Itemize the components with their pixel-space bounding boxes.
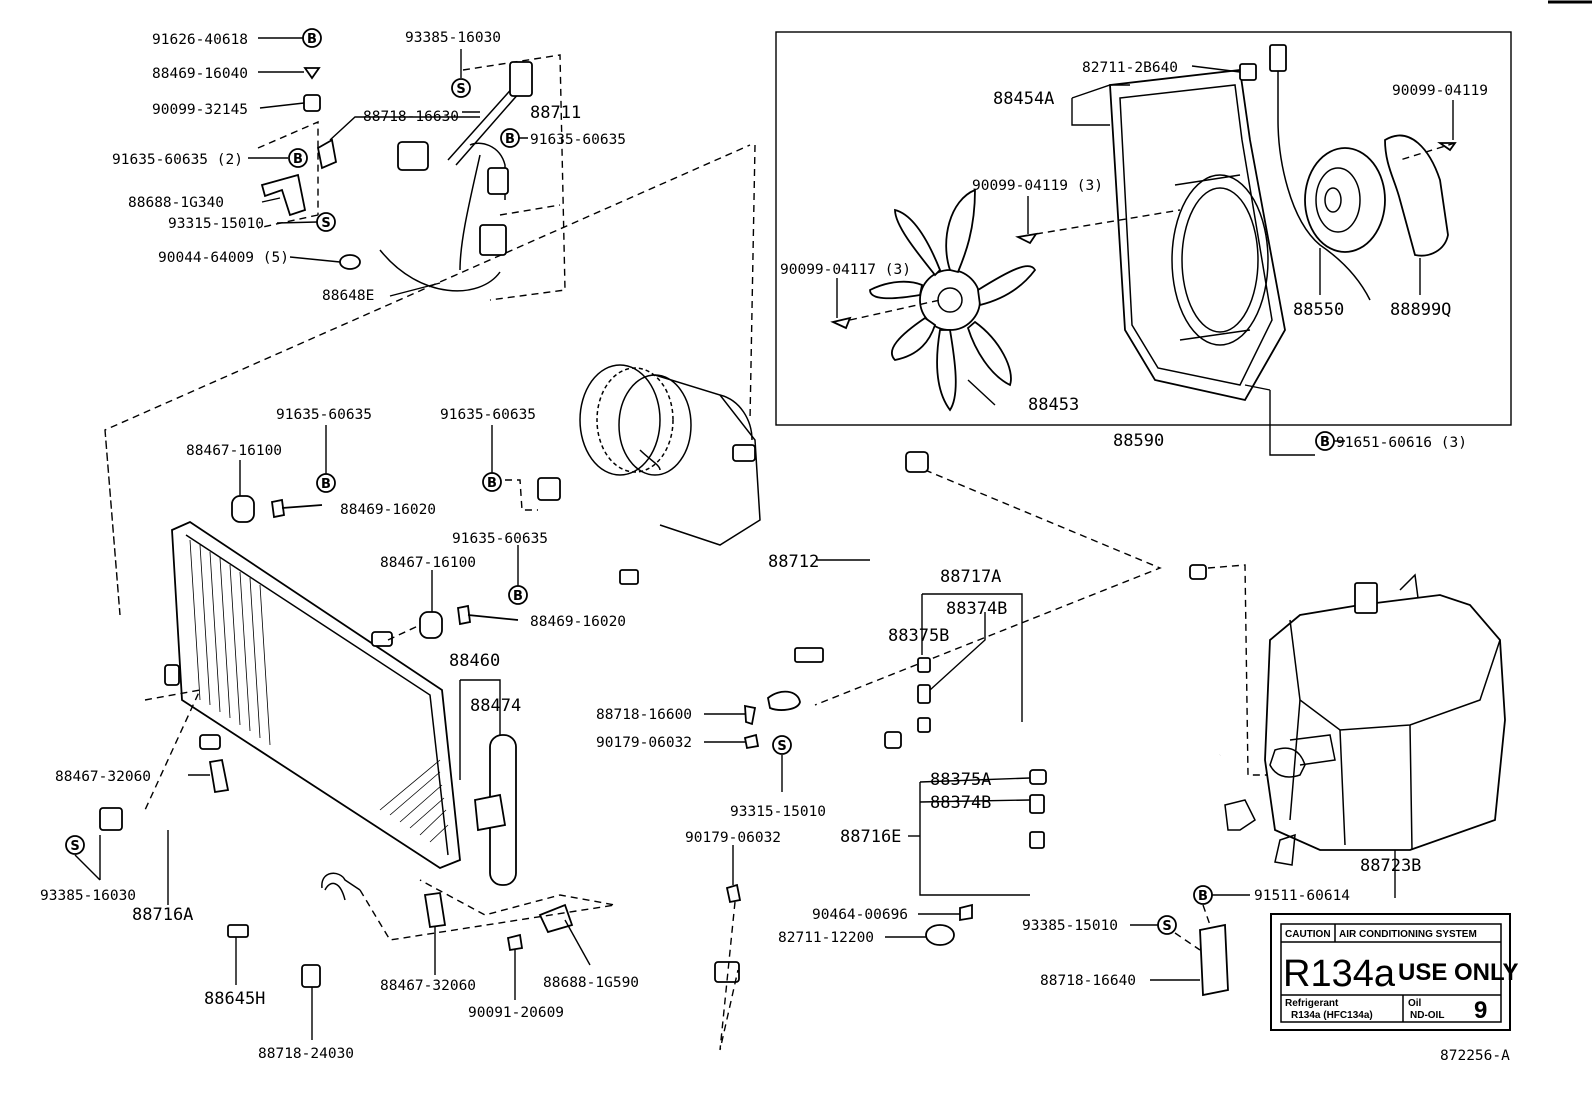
part-88716E: 88716E [840, 827, 901, 847]
condenser-group: 88460 88474 B 88467-16100 91635-60635 88… [144, 407, 626, 886]
part-88467-32060: 88467-32060 [380, 978, 476, 994]
part-82711-12200: 82711-12200 [778, 930, 874, 946]
fan-blades [869, 188, 1037, 412]
part-90179-06032: 90179-06032 [596, 735, 692, 751]
part-91651-60616: 91651-60616 (3) [1336, 435, 1467, 451]
part-90091-20609: 90091-20609 [468, 1005, 564, 1021]
part-88688-1G340: 88688-1G340 [128, 195, 224, 211]
evaporator-group: 88723B B 91511-60614 S 93385-15010 88718… [1022, 573, 1506, 997]
part-88469-16020: 88469-16020 [340, 502, 436, 518]
figure-id: 872256-A [1440, 1048, 1510, 1064]
label-caution: CAUTION [1285, 929, 1331, 940]
part-91635-60635-2: 91635-60635 (2) [112, 152, 243, 168]
part-88899Q: 88899Q [1390, 300, 1451, 320]
bolt-symbol: B [487, 476, 497, 491]
part-90099-32145: 90099-32145 [152, 102, 248, 118]
screw-symbol: S [321, 216, 330, 231]
part-88469-16020: 88469-16020 [530, 614, 626, 630]
screw-symbol: S [456, 82, 465, 97]
part-90464-00696: 90464-00696 [812, 907, 908, 923]
part-90044-64009: 90044-64009 (5) [158, 250, 289, 266]
part-88688-1G590: 88688-1G590 [543, 975, 639, 991]
screw-symbol: S [1162, 919, 1171, 934]
bolt-symbol: B [1320, 435, 1330, 450]
clamp-group-middle: S 88718-16600 90179-06032 93315-15010 [596, 690, 826, 820]
label-refrigerant-detail: R134a (HFC134a) [1291, 1010, 1373, 1021]
part-88453: 88453 [1028, 395, 1079, 415]
part-91511-60614: 91511-60614 [1254, 888, 1350, 904]
part-88460: 88460 [449, 651, 500, 671]
part-88645H: 88645H [204, 989, 265, 1009]
part-88718-16630: 88718-16630 [363, 109, 459, 125]
part-88711: 88711 [530, 103, 581, 123]
bolt-symbol: B [513, 589, 523, 604]
label-use-only: USE ONLY [1398, 959, 1518, 986]
part-88469-16040: 88469-16040 [152, 66, 248, 82]
refrigerant-caution-label: CAUTION AIR CONDITIONING SYSTEM R134a US… [1270, 913, 1518, 1031]
part-90099-04119-3: 90099-04119 (3) [972, 178, 1103, 194]
label-oil-number: 9 [1474, 997, 1487, 1024]
label-refrigerant-code: R134a [1283, 953, 1396, 995]
part-88712: 88712 [768, 552, 819, 572]
part-88375B: 88375B [888, 626, 949, 646]
part-88723B: 88723B [1360, 856, 1421, 876]
part-88718-16600: 88718-16600 [596, 707, 692, 723]
bolt-symbol: B [505, 132, 515, 147]
condenser-fins [189, 539, 449, 843]
part-88474: 88474 [470, 696, 521, 716]
bolt-symbol: B [321, 477, 331, 492]
part-91635-60635: 91635-60635 [276, 407, 372, 423]
part-88374B: 88374B [946, 599, 1007, 619]
part-88718-24030: 88718-24030 [258, 1046, 354, 1062]
part-88467-16100: 88467-16100 [186, 443, 282, 459]
part-88375A: 88375A [930, 770, 991, 790]
screw-symbol: S [777, 739, 786, 754]
label-oil-title: Oil [1408, 998, 1422, 1009]
label-system-name: AIR CONDITIONING SYSTEM [1339, 929, 1477, 940]
part-93315-15010: 93315-15010 [730, 804, 826, 820]
part-88467-16100: 88467-16100 [380, 555, 476, 571]
part-91635-60635: 91635-60635 [440, 407, 536, 423]
part-91626-40618: 91626-40618 [152, 32, 248, 48]
liquid-line-group: S 88467-32060 93385-16030 88716A 88645H … [40, 758, 639, 1062]
part-93315-15010: 93315-15010 [168, 216, 264, 232]
part-88648E: 88648E [322, 288, 374, 304]
bolt-symbol: B [307, 32, 317, 47]
part-91635-60635: 91635-60635 [452, 531, 548, 547]
part-88467-32060: 88467-32060 [55, 769, 151, 785]
fan-assembly-group: B 82711-2B640 88454A 90099-04119 90099-0… [775, 31, 1512, 456]
part-90099-04117-3: 90099-04117 (3) [780, 262, 911, 278]
part-88716A: 88716A [132, 905, 193, 925]
part-90179-06032: 90179-06032 [685, 830, 781, 846]
suction-tube-group: 88717A 88374B 88375B [884, 564, 1207, 749]
compressor-group [579, 364, 761, 546]
part-88550: 88550 [1293, 300, 1344, 320]
part-93385-16030: 93385-16030 [405, 30, 501, 46]
part-88374B: 88374B [930, 793, 991, 813]
bolt-symbol: B [1198, 889, 1208, 904]
suction-hose-group: B B S S B 91626-40618 88469-16040 90099-… [112, 28, 626, 304]
label-oil-detail: ND-OIL [1410, 1010, 1444, 1021]
part-88454A: 88454A [993, 89, 1054, 109]
liquid-tube-group: 88375A 88374B 88716E 90179-06032 90464-0… [685, 753, 1221, 1051]
part-88718-16640: 88718-16640 [1040, 973, 1136, 989]
part-82711-2B640: 82711-2B640 [1082, 60, 1178, 76]
part-88717A: 88717A [940, 567, 1001, 587]
part-91635-60635: 91635-60635 [530, 132, 626, 148]
part-93385-16030: 93385-16030 [40, 888, 136, 904]
part-88590: 88590 [1113, 431, 1164, 451]
part-90099-04119: 90099-04119 [1392, 83, 1488, 99]
discharge-hose-group: 88712 B 91635-60635 [440, 407, 929, 666]
screw-symbol: S [70, 839, 79, 854]
label-refrigerant-title: Refrigerant [1285, 998, 1339, 1009]
part-93385-15010: 93385-15010 [1022, 918, 1118, 934]
bolt-symbol: B [293, 152, 303, 167]
